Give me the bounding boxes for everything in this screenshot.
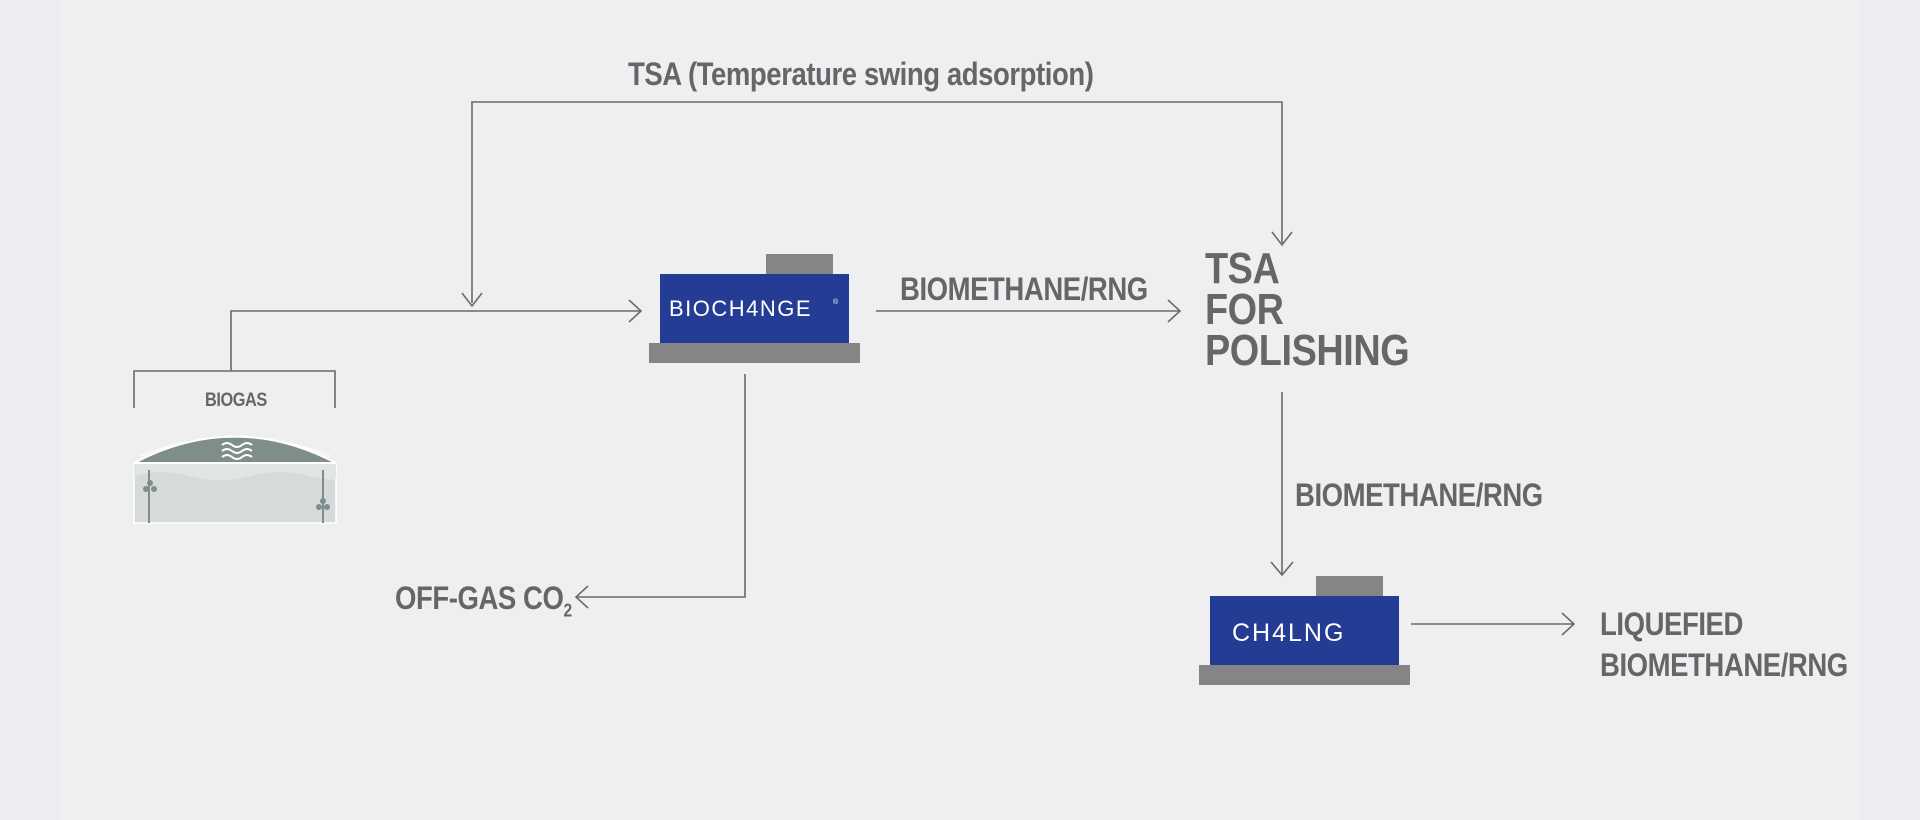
liquefied-arrow — [1561, 612, 1576, 636]
biochange-unit-top — [766, 254, 833, 276]
tsa-loop-label: TSA (Temperature swing adsorption) — [628, 56, 1094, 92]
tsa-loop-arrow-down-left — [461, 292, 483, 308]
offgas-subscript: 2 — [563, 600, 572, 621]
biochange-logo: BIOCH4NGE — [669, 296, 812, 321]
offgas-line — [574, 374, 746, 609]
tsa-polishing-line-2: FOR — [1205, 285, 1284, 334]
biomethane-arrow-1 — [1167, 299, 1182, 323]
biogas-feed-arrow — [628, 299, 643, 323]
biomethane-line-2 — [1270, 392, 1294, 577]
offgas-text: OFF-GAS CO — [395, 580, 564, 616]
biomethane-arrow-2 — [1270, 561, 1294, 577]
tsa-polishing-line-1: TSA — [1205, 244, 1280, 293]
liquefied-line — [1411, 612, 1576, 636]
biomethane-label-1: BIOMETHANE/RNG — [900, 271, 1148, 307]
biochange-unit-body — [660, 274, 849, 344]
biochange-reg-mark: ® — [833, 298, 839, 306]
offgas-label: OFF-GAS CO2 — [395, 580, 572, 621]
ch4lng-logo: CH4LNG — [1232, 619, 1345, 647]
ch4lng-unit-top — [1316, 576, 1383, 598]
biochange-unit-base — [649, 343, 860, 363]
tsa-polishing-line-3: POLISHING — [1205, 326, 1410, 375]
diagram-panel — [60, 0, 1860, 820]
biochange-unit: BIOCH4NGE ® — [649, 254, 860, 363]
biogas-feed-line — [133, 299, 643, 408]
biomethane-line-1 — [876, 299, 1182, 323]
liquefied-line-1: LIQUEFIED — [1600, 606, 1743, 642]
tsa-loop-line — [461, 101, 1293, 308]
digester-icon — [133, 435, 337, 524]
ch4lng-unit-base — [1199, 665, 1410, 685]
tsa-polishing-label: TSA FOR POLISHING — [1205, 244, 1443, 375]
biogas-label: BIOGAS — [205, 390, 267, 411]
waves-icon — [221, 442, 253, 460]
fan-icon — [316, 498, 330, 510]
offgas-arrow — [574, 585, 589, 609]
ch4lng-unit: CH4LNG — [1199, 576, 1410, 685]
fan-icon — [143, 480, 157, 492]
ch4lng-unit-body — [1210, 596, 1399, 666]
liquefied-line-2: BIOMETHANE/RNG — [1600, 647, 1848, 683]
biomethane-label-2: BIOMETHANE/RNG — [1295, 477, 1543, 513]
tsa-loop-arrow-down-right — [1271, 231, 1293, 247]
liquefied-label: LIQUEFIED BIOMETHANE/RNG — [1600, 604, 1888, 686]
